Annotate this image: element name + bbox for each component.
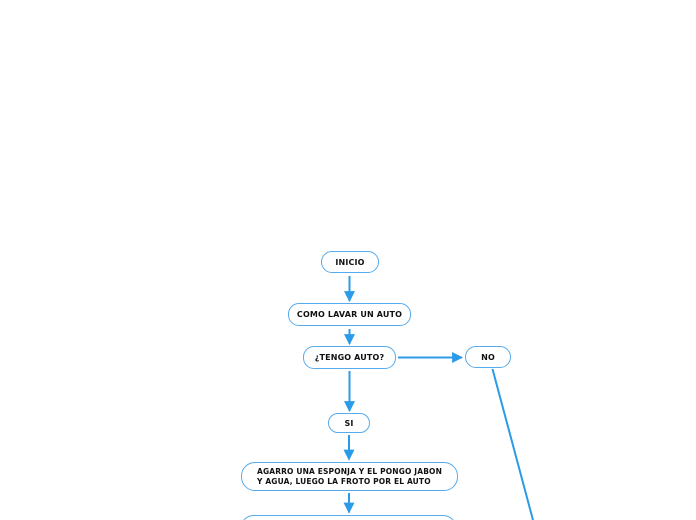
edge-no-to-offscreen[interactable]	[491, 368, 534, 520]
flow-node-tengo-auto[interactable]: ¿TENGO AUTO?	[303, 346, 396, 369]
flow-node-agarro-esponja-label: AGARRO UNA ESPONJA Y EL PONGO JABON Y AG…	[256, 466, 443, 486]
flow-node-tengo-auto-label: ¿TENGO AUTO?	[314, 353, 385, 362]
flow-node-inicio[interactable]: INICIO	[321, 251, 379, 273]
flow-node-bottom-partial[interactable]	[240, 515, 457, 520]
flow-node-no-label: NO	[481, 352, 495, 362]
flow-node-si[interactable]: SI	[328, 413, 370, 433]
flow-node-inicio-label: INICIO	[335, 257, 365, 267]
flow-node-como-lavar-un-auto[interactable]: COMO LAVAR UN AUTO	[288, 303, 411, 326]
flow-node-como-lavar-un-auto-label: COMO LAVAR UN AUTO	[296, 310, 403, 319]
flow-node-no[interactable]: NO	[465, 346, 511, 368]
flow-node-agarro-esponja[interactable]: AGARRO UNA ESPONJA Y EL PONGO JABON Y AG…	[241, 462, 458, 491]
flow-node-si-label: SI	[344, 418, 354, 428]
